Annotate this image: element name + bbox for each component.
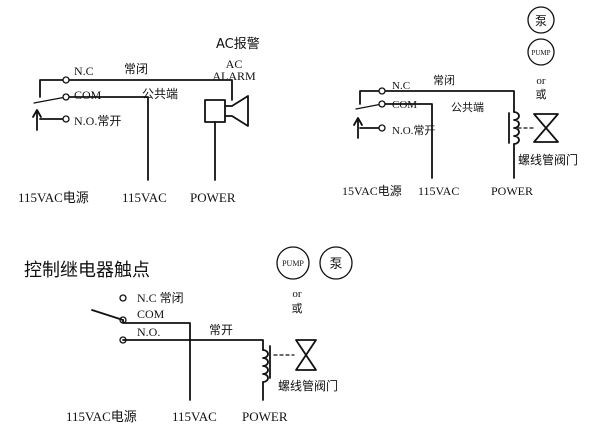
valve-label: 螺线管阀门 (518, 152, 578, 167)
valve-label: 螺线管阀门 (278, 378, 338, 393)
com-label: COM (392, 99, 417, 111)
neutral-label: 115VAC (122, 190, 167, 205)
nc-cn-label: 常闭 (433, 74, 455, 87)
supply-label: 15VAC电源 (342, 184, 402, 198)
valve-icon (295, 339, 317, 371)
no-label: N.O.常开 (74, 114, 121, 128)
section-title: 控制继电器触点 (24, 260, 150, 281)
com-terminal (378, 100, 386, 108)
com-wire (65, 96, 149, 181)
no-label: N.O. (137, 325, 160, 339)
neutral-label: 115VAC (172, 409, 217, 424)
contact-arrow-head (32, 109, 42, 118)
pump-badge (276, 246, 310, 280)
or-cn-label: 或 (536, 88, 547, 101)
power-label: POWER (491, 184, 533, 198)
solenoid-coil-icon (513, 111, 520, 145)
pump-badge (527, 38, 555, 66)
com-label: COM (74, 88, 102, 102)
com-terminal (62, 93, 70, 101)
power-label: POWER (242, 409, 288, 424)
pump-cn-label: 泵 (329, 257, 342, 272)
pump-cn-badge (527, 6, 555, 34)
no-cn-label: 常开 (209, 323, 233, 337)
neutral-label: 115VAC (418, 184, 459, 198)
alarm-horn-icon (224, 95, 249, 127)
nc-cn-label: 常闭 (124, 62, 148, 76)
power-label: POWER (190, 190, 236, 205)
valve-icon (533, 113, 559, 143)
nc-terminal (62, 76, 70, 84)
pump-cn-badge (319, 246, 353, 280)
pump-cn-label: 泵 (535, 14, 547, 28)
alarm-body (204, 99, 226, 123)
diagram-pump-valve-right: 泵 PUMP or 或 N.C 常闭 COM 公共端 N.O.常开 螺线管阀门 … (342, 6, 578, 198)
nc-label: N.C (392, 80, 410, 92)
pump-label: PUMP (282, 259, 304, 268)
diagram-control-relay: 控制继电器触点 PUMP 泵 or 或 N.C 常闭 COM N.O. 常开 螺… (24, 246, 353, 424)
nc-wire (359, 90, 515, 113)
nc-label: N.C 常闭 (137, 291, 184, 305)
relay-contact-arm (91, 309, 124, 321)
contact-arrow-head (353, 117, 363, 126)
nc-terminal (119, 294, 127, 302)
relay-contact-arm (33, 96, 67, 104)
or-cn-label: 或 (292, 302, 303, 315)
or-label: or (292, 288, 302, 300)
com-cn-label: 公共端 (142, 87, 178, 101)
nc-terminal (378, 87, 386, 95)
alarm-label-ac: AC (226, 57, 243, 71)
diagram-ac-alarm: AC报警 N.C 常闭 COM 公共端 N.O.常开 AC ALARM 115V… (18, 36, 260, 205)
supply-label: 115VAC电源 (66, 409, 137, 424)
pump-label: PUMP (531, 49, 550, 57)
nc-label: N.C (74, 64, 94, 78)
no-terminal (62, 115, 70, 123)
com-cn-label: 公共端 (451, 101, 484, 114)
or-label: or (536, 75, 546, 87)
supply-label: 115VAC电源 (18, 190, 89, 205)
no-wire (122, 339, 264, 351)
com-wire (122, 319, 191, 401)
com-label: COM (137, 307, 165, 321)
no-terminal (378, 124, 386, 132)
solenoid-coil-icon (262, 349, 269, 383)
alarm-title: AC报警 (216, 36, 260, 52)
no-label: N.O.常开 (392, 124, 435, 137)
nc-wire (39, 79, 233, 101)
com-wire (381, 103, 433, 179)
relay-contact-arm (355, 103, 383, 110)
